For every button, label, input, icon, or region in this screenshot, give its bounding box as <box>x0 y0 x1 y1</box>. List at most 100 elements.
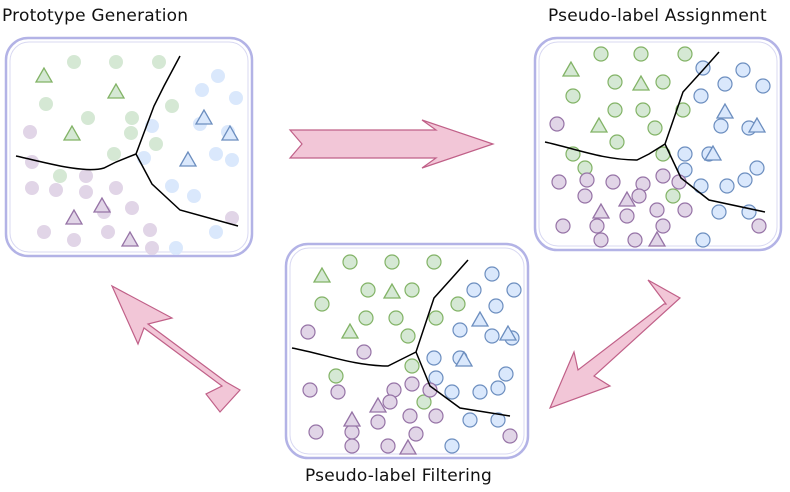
green-prototype-triangle <box>34 66 54 83</box>
purple-prototype-triangle <box>342 410 362 427</box>
purple-point <box>380 438 396 454</box>
caption-prototype-generation: Prototype Generation <box>2 6 189 26</box>
blue-point <box>187 189 201 203</box>
blue-point <box>488 298 504 314</box>
blue-point <box>749 160 765 176</box>
blue-point <box>719 178 735 194</box>
purple-point <box>555 218 571 234</box>
blue-prototype-triangle <box>178 150 198 167</box>
purple-point <box>422 382 438 398</box>
purple-prototype-triangle <box>64 208 84 225</box>
blue-point <box>717 76 733 92</box>
purple-point <box>145 241 159 255</box>
blue-point <box>711 204 727 220</box>
green-point <box>450 296 466 312</box>
green-point <box>647 120 663 136</box>
purple-point <box>79 185 93 199</box>
arrow-to-filtering <box>548 279 682 410</box>
purple-point <box>627 232 643 248</box>
purple-point <box>25 181 39 195</box>
blue-point <box>426 350 442 366</box>
green-point <box>593 46 609 62</box>
purple-point <box>330 384 346 400</box>
purple-point <box>502 428 518 444</box>
purple-prototype-triangle <box>591 202 611 219</box>
blue-prototype-triangle <box>703 144 723 161</box>
purple-point <box>308 424 324 440</box>
blue-point <box>506 282 522 298</box>
panel-pseudo-label-assignment <box>533 36 783 252</box>
arrow-to-assignment <box>288 119 495 169</box>
blue-prototype-triangle <box>470 310 490 327</box>
blue-prototype-triangle <box>194 108 214 125</box>
decision-boundary <box>291 259 511 417</box>
purple-prototype-triangle <box>368 396 388 413</box>
purple-point <box>551 174 567 190</box>
purple-point <box>370 414 386 430</box>
purple-point <box>589 218 605 234</box>
arrow-to-prototype-generation <box>110 284 241 413</box>
purple-point <box>649 202 665 218</box>
purple-point <box>408 426 424 442</box>
blue-point <box>484 266 500 282</box>
green-point <box>388 310 404 326</box>
green-point <box>665 188 681 204</box>
blue-prototype-triangle <box>715 102 735 119</box>
blue-point <box>472 384 488 400</box>
purple-point <box>109 181 123 195</box>
green-point <box>125 111 139 125</box>
green-point <box>152 55 166 69</box>
green-prototype-triangle <box>589 116 609 133</box>
green-point <box>426 254 442 270</box>
green-prototype-triangle <box>312 266 332 283</box>
blue-point <box>695 60 711 76</box>
blue-point <box>169 241 183 255</box>
blue-point <box>195 83 209 97</box>
blue-point <box>229 91 243 105</box>
blue-point <box>484 328 500 344</box>
purple-point <box>344 424 360 440</box>
green-prototype-triangle <box>340 322 360 339</box>
purple-point <box>344 438 360 454</box>
blue-point <box>490 412 506 428</box>
green-point <box>53 169 67 183</box>
purple-point <box>655 218 671 234</box>
blue-prototype-triangle <box>454 350 474 367</box>
decision-boundary <box>544 51 766 213</box>
purple-point <box>619 208 635 224</box>
blue-point <box>735 62 751 78</box>
purple-prototype-triangle <box>617 190 637 207</box>
purple-point <box>549 116 565 132</box>
purple-point <box>631 188 647 204</box>
blue-point <box>713 118 729 134</box>
blue-point <box>452 322 468 338</box>
blue-prototype-triangle <box>747 116 767 133</box>
blue-point <box>225 153 239 167</box>
decision-boundary <box>15 55 239 227</box>
purple-prototype-triangle <box>398 438 418 455</box>
green-point <box>342 254 358 270</box>
blue-point <box>490 380 506 396</box>
blue-point <box>137 151 151 165</box>
blue-point <box>498 366 514 382</box>
green-prototype-triangle <box>561 60 581 77</box>
blue-point <box>444 438 460 454</box>
purple-point <box>101 225 115 239</box>
purple-point <box>356 344 372 360</box>
blue-point <box>693 88 709 104</box>
green-point <box>384 254 400 270</box>
panel-pseudo-label-filtering <box>284 242 530 460</box>
panel-prototype-generation <box>4 36 254 258</box>
green-point <box>67 55 81 69</box>
purple-point <box>67 233 81 247</box>
purple-point <box>751 218 767 234</box>
blue-point <box>209 225 223 239</box>
blue-point <box>693 178 709 194</box>
purple-point <box>25 155 39 169</box>
green-point <box>109 55 123 69</box>
green-point <box>107 147 121 161</box>
purple-point <box>125 201 139 215</box>
green-point <box>81 111 95 125</box>
purple-point <box>579 172 595 188</box>
blue-point <box>466 282 482 298</box>
